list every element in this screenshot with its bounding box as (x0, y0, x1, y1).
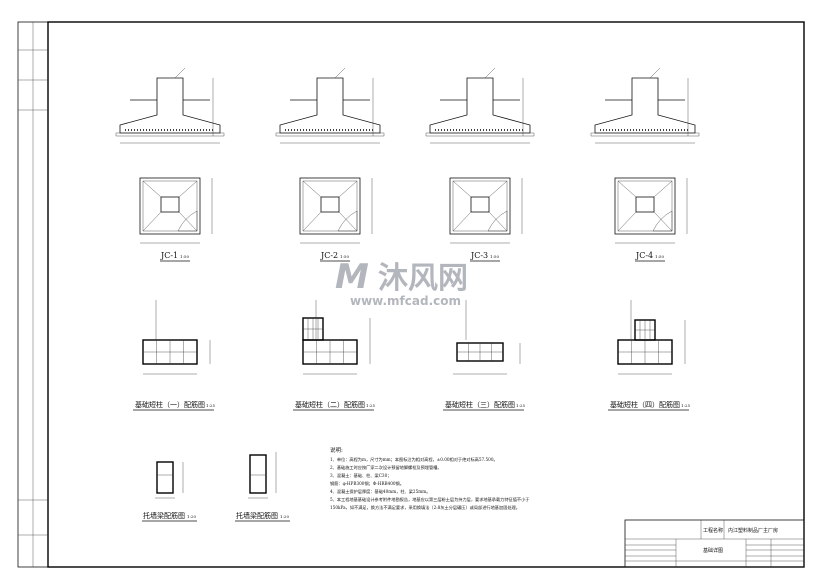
column-stub-plan (160, 196, 180, 213)
watermark: M 沐风网 www.mfcad.com (335, 257, 468, 308)
foundation-plan-outline (449, 177, 511, 235)
slope-lines (302, 180, 358, 232)
foundation-label: JC-2 (320, 251, 338, 260)
column-title: 基础短柱（四）配筋图 (610, 400, 680, 409)
drawing-name: 基础详图 (703, 547, 723, 554)
column-title: 基础短柱（一）配筋图 (135, 400, 205, 409)
leader-line (174, 67, 186, 79)
foundation-plan-outline (614, 177, 676, 235)
column-title: 基础短柱（三）配筋图 (445, 400, 515, 409)
beam-scale: 1:20 (187, 514, 196, 519)
note-line: 1、单位：高程为m，尺寸为mm；本图标注为相对高程，±0.00相对于绝对标高57… (330, 456, 498, 463)
slope-lines (617, 180, 673, 232)
foundation-plan-outline (299, 177, 361, 235)
beam-title: 托墙梁配筋图 (236, 511, 278, 520)
note-line: 5、本工程地基基础设计参考附件地勘报告，地基应以第三层粉土层为持力层，要求地基承… (330, 496, 529, 503)
project-name: 内江塑料制品厂主厂房 (728, 527, 778, 534)
foundation-scale: 1:50 (180, 254, 189, 259)
column-scale: 1:25 (516, 403, 525, 408)
note-line: 钢筋：φ-HPB300钢；Φ-HRB400钢。 (330, 480, 404, 487)
note-line: 3、混凝土：基础、柱、梁C30； (330, 472, 391, 479)
note-line: 150kPa，如不满足，换方法不满足要求，采用换填法（2:8灰土分层碾压）或局部… (330, 504, 520, 511)
beam-scale: 1:20 (280, 514, 289, 519)
foundation-scale: 1:50 (655, 254, 664, 259)
column-stub-plan (635, 196, 655, 213)
column-title: 基础短柱（二）配筋图 (295, 400, 365, 409)
column-stub-plan (470, 196, 490, 213)
cushion-layer (425, 132, 535, 137)
foundation-plan-inner (617, 180, 673, 232)
beam-title: 托墙梁配筋图 (143, 511, 185, 520)
watermark-url: www.mfcad.com (350, 294, 461, 308)
slope-lines (452, 180, 508, 232)
design-notes: 说明: 1、单位：高程为m，尺寸为mm；本图标注为相对高程，±0.00相对于绝对… (330, 446, 529, 511)
notes-heading: 说明: (330, 446, 343, 454)
inner-frame (47, 21, 805, 568)
cushion-layer (590, 132, 700, 137)
cushion-layer (115, 132, 225, 137)
foundation-plan-outline (139, 177, 201, 235)
leader-line (334, 67, 346, 79)
watermark-logo-mark: M (335, 257, 369, 297)
rebar-mesh-hatch (487, 210, 508, 232)
note-line: 4、混凝土保护层厚度：基础40mm，柱、梁25mm。 (330, 488, 430, 495)
foundation-plan-inner (302, 180, 358, 232)
rebar-mesh-hatch (337, 210, 358, 232)
foundation-scale: 1:50 (340, 254, 349, 259)
foundation-plan-inner (142, 180, 198, 232)
project-label: 工程名称 (703, 527, 723, 534)
rebar-mesh-hatch (652, 210, 673, 232)
foundation-plan-inner (452, 180, 508, 232)
column-scale: 1:25 (366, 403, 375, 408)
beam-section (249, 454, 267, 494)
title-block: 工程名称 内江塑料制品厂主厂房 基础详图 (624, 519, 805, 568)
column-scale: 1:25 (206, 403, 215, 408)
foundation-label: JC-4 (635, 251, 653, 260)
foundation-label: JC-3 (470, 251, 488, 260)
note-line: 2、基础施工时应按厂家二次设计预留地脚螺栓及预埋管槽。 (330, 464, 442, 471)
leader-line (484, 67, 496, 79)
foundation-label: JC-1 (160, 251, 178, 260)
cushion-layer (275, 132, 385, 137)
beam-section (156, 461, 174, 494)
rebar-mesh-hatch (177, 210, 198, 232)
foundation-scale: 1:50 (490, 254, 499, 259)
watermark-brand: 沐风网 (378, 261, 468, 296)
binding-strip (18, 22, 48, 567)
column-stub-plan (320, 196, 340, 213)
column-scale: 1:25 (681, 403, 690, 408)
leader-line (649, 67, 661, 79)
slope-lines (142, 180, 198, 232)
